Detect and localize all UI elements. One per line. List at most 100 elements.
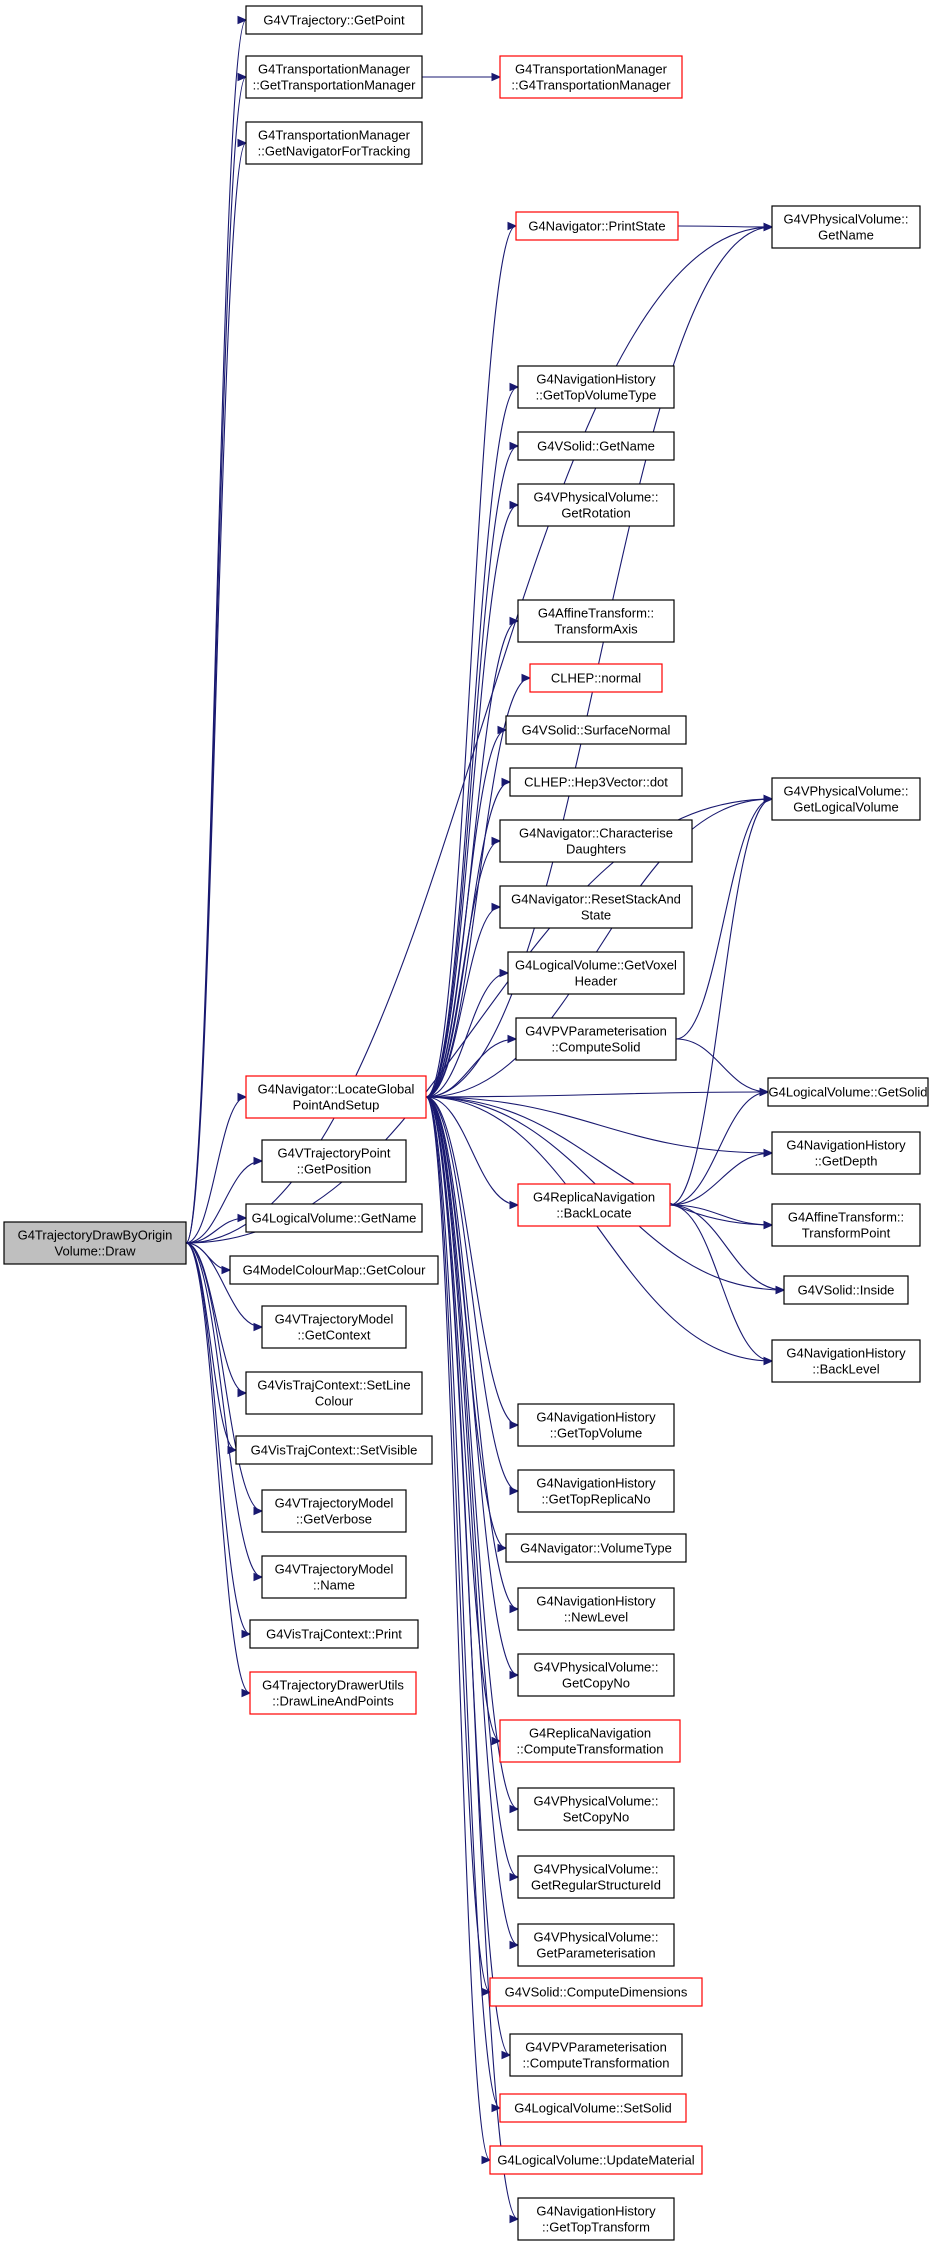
node-n7[interactable]: G4NavigationHistory::GetTopVolumeType <box>517 365 675 409</box>
node-label: CLHEP::Hep3Vector::dot <box>524 775 668 790</box>
edge-root-n19 <box>185 1092 248 1244</box>
node-n10[interactable]: G4AffineTransform::TransformAxis <box>517 599 675 643</box>
edge-line <box>425 972 509 1098</box>
node-n4[interactable]: G4TransportationManager::GetNavigatorFor… <box>245 121 423 165</box>
node-label: ::ComputeSolid <box>552 1040 641 1055</box>
node-n13[interactable]: CLHEP::Hep3Vector::dot <box>509 767 683 797</box>
node-box <box>245 5 423 35</box>
node-label: ::BackLevel <box>812 1362 879 1377</box>
edge-n19-n33 <box>425 1096 520 1496</box>
node-box <box>245 1371 423 1415</box>
node-n43[interactable]: G4VPhysicalVolume::GetRegularStructureId <box>517 1855 675 1899</box>
edge-line <box>669 1152 773 1206</box>
edge-arrowhead <box>237 1092 248 1102</box>
node-label: Header <box>575 974 618 989</box>
edge-n19-n41 <box>425 1096 502 1746</box>
node-n26[interactable]: G4ModelColourMap::GetColour <box>229 1255 439 1285</box>
node-n36[interactable]: G4VTrajectoryModel::Name <box>261 1555 407 1599</box>
node-n21[interactable]: G4VTrajectoryPoint::GetPosition <box>261 1139 407 1183</box>
node-n47[interactable]: G4LogicalVolume::SetSolid <box>499 2093 687 2123</box>
node-label: ::GetDepth <box>815 1154 878 1169</box>
node-n24[interactable]: G4LogicalVolume::GetName <box>245 1203 423 1233</box>
node-n32[interactable]: G4VisTrajContext::SetVisible <box>235 1435 433 1465</box>
node-label: ::BackLocate <box>556 1206 631 1221</box>
node-n2[interactable]: G4TransportationManager::GetTransportati… <box>245 55 423 99</box>
node-label: G4ReplicaNavigation <box>529 1726 651 1741</box>
node-n8[interactable]: G4VSolid::GetName <box>517 431 675 461</box>
node-n1[interactable]: G4VTrajectory::GetPoint <box>245 5 423 35</box>
edge-arrowhead <box>491 902 502 912</box>
node-label: G4ModelColourMap::GetColour <box>243 1263 426 1278</box>
edge-arrowhead <box>491 2103 502 2113</box>
node-box <box>517 431 675 461</box>
edge-arrowhead <box>237 15 248 25</box>
node-n11[interactable]: CLHEP::normal <box>529 663 663 693</box>
node-n37[interactable]: G4NavigationHistory::NewLevel <box>517 1587 675 1631</box>
node-layer: G4TrajectoryDrawByOriginVolume::DrawG4VT… <box>3 5 929 2241</box>
node-n9[interactable]: G4VPhysicalVolume::GetRotation <box>517 483 675 527</box>
node-n40[interactable]: G4TrajectoryDrawerUtils::DrawLineAndPoin… <box>249 1671 417 1715</box>
edge-arrowhead <box>509 1200 520 1210</box>
edge-line <box>425 445 519 1098</box>
edge-root-n38 <box>185 1242 252 1639</box>
edge-n19-n12 <box>425 725 508 1098</box>
node-label: ::Name <box>313 1578 355 1593</box>
node-n22[interactable]: G4NavigationHistory::GetDepth <box>771 1131 921 1175</box>
node-n41[interactable]: G4ReplicaNavigation::ComputeTransformati… <box>499 1719 681 1763</box>
node-n45[interactable]: G4VSolid::ComputeDimensions <box>489 1977 703 2007</box>
edge-line <box>425 840 501 1098</box>
node-box <box>249 1619 419 1649</box>
node-n29[interactable]: G4NavigationHistory::BackLevel <box>771 1339 921 1383</box>
node-n35[interactable]: G4Navigator::VolumeType <box>505 1533 687 1563</box>
node-label: G4Navigator::ResetStackAnd <box>511 892 681 907</box>
node-label: G4NavigationHistory <box>536 372 656 387</box>
node-n46[interactable]: G4VPVParameterisation::ComputeTransforma… <box>509 2033 683 2077</box>
node-n34[interactable]: G4VTrajectoryModel::GetVerbose <box>261 1489 407 1533</box>
node-n33[interactable]: G4NavigationHistory::GetTopReplicaNo <box>517 1469 675 1513</box>
edge-arrowhead <box>763 794 774 804</box>
node-n49[interactable]: G4NavigationHistory::GetTopTransform <box>517 2197 675 2241</box>
node-n18[interactable]: G4VPVParameterisation::ComputeSolid <box>515 1017 677 1061</box>
edge-arrowhead <box>499 968 510 978</box>
edge-n19-n6 <box>425 222 774 1098</box>
node-n14[interactable]: G4VPhysicalVolume::GetLogicalVolume <box>771 777 921 821</box>
node-box <box>517 1653 675 1697</box>
node-label: G4TrajectoryDrawByOrigin <box>18 1228 173 1243</box>
node-label: ::GetPosition <box>297 1162 371 1177</box>
edge-n23-n14 <box>669 794 774 1206</box>
node-n48[interactable]: G4LogicalVolume::UpdateMaterial <box>489 2145 703 2175</box>
edge-line <box>425 1038 517 1098</box>
node-n42[interactable]: G4VPhysicalVolume::SetCopyNo <box>517 1787 675 1831</box>
node-label: G4VPhysicalVolume:: <box>783 784 908 799</box>
edge-line <box>185 1242 251 1694</box>
node-label: Colour <box>315 1394 354 1409</box>
node-n27[interactable]: G4VSolid::Inside <box>783 1275 909 1305</box>
node-box <box>261 1305 407 1349</box>
node-n44[interactable]: G4VPhysicalVolume::GetParameterisation <box>517 1923 675 1967</box>
node-n5[interactable]: G4Navigator::PrintState <box>515 211 679 241</box>
node-label: G4LogicalVolume::SetSolid <box>514 2101 672 2116</box>
node-n28[interactable]: G4VTrajectoryModel::GetContext <box>261 1305 407 1349</box>
node-n3[interactable]: G4TransportationManager::G4Transportatio… <box>499 55 683 99</box>
edge-arrowhead <box>509 382 520 392</box>
node-label: G4TrajectoryDrawerUtils <box>262 1678 404 1693</box>
node-n6[interactable]: G4VPhysicalVolume::GetName <box>771 205 921 249</box>
node-n25[interactable]: G4AffineTransform::TransformPoint <box>771 1203 921 1247</box>
node-n38[interactable]: G4VisTrajContext::Print <box>249 1619 419 1649</box>
node-n39[interactable]: G4VPhysicalVolume::GetCopyNo <box>517 1653 675 1697</box>
edge-line <box>425 1096 501 2109</box>
node-label: G4NavigationHistory <box>786 1138 906 1153</box>
node-n12[interactable]: G4VSolid::SurfaceNormal <box>505 715 687 745</box>
node-n23[interactable]: G4ReplicaNavigation::BackLocate <box>517 1183 671 1227</box>
node-n20[interactable]: G4LogicalVolume::GetSolid <box>767 1077 929 1107</box>
edge-line <box>425 1096 519 1426</box>
node-n31[interactable]: G4NavigationHistory::GetTopVolume <box>517 1403 675 1447</box>
edge-arrowhead <box>253 1506 264 1516</box>
